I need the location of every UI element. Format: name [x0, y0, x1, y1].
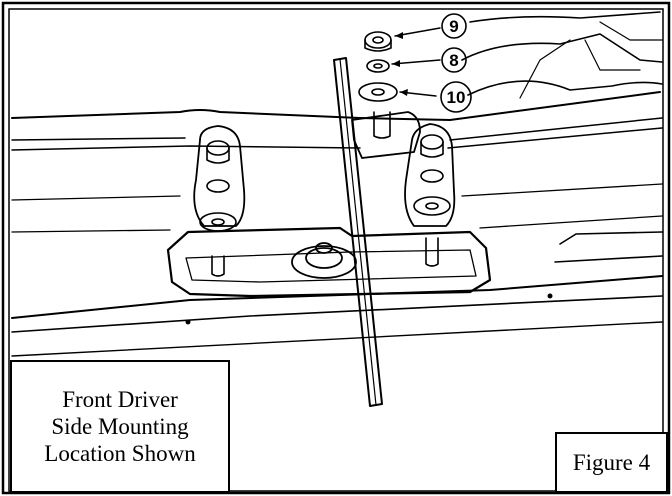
mounting-arm [333, 57, 383, 407]
flat-washer-part-10 [358, 82, 398, 102]
rail-top-edge [11, 91, 661, 121]
location-caption-box: Front Driver Side Mounting Location Show… [10, 360, 230, 493]
rail-bottom-edge-2 [11, 295, 663, 333]
callout-arrow-10 [400, 89, 408, 96]
rail-second-edge [11, 117, 663, 141]
center-lower-nut [291, 242, 357, 279]
step-pad-right [554, 231, 663, 263]
right-front-stud [413, 134, 451, 267]
figure-inner-frame [8, 8, 664, 492]
callout-arrow-9 [395, 32, 403, 39]
body-panel-upper-right-detail [519, 21, 663, 99]
left-bracket-loop [193, 125, 246, 227]
lock-washer-part-8 [366, 59, 390, 73]
callout-number-8: 8 [449, 51, 458, 70]
figure-label: Figure 4 [572, 449, 651, 475]
mounting-bracket-plate [166, 226, 492, 298]
callout-number-9: 9 [449, 17, 458, 36]
callout-circle-8 [441, 47, 467, 73]
callout-arrow-8 [392, 60, 400, 67]
caption-line-1: Front Driver [62, 387, 178, 412]
right-bracket-loop [404, 123, 456, 227]
callout-circle-10 [440, 81, 472, 113]
nut-part-9 [364, 31, 392, 52]
figure-label-box: Figure 4 [555, 432, 668, 493]
rivet [185, 319, 191, 325]
rail-bottom-edge-3 [11, 321, 663, 357]
caption-line-3: Location Shown [44, 441, 196, 466]
body-panel-upper-right [461, 11, 663, 96]
rail-mid-edge [11, 183, 663, 201]
callout-circle-9 [441, 13, 467, 39]
rail-bottom-edge [11, 275, 663, 319]
center-upper-bracket [351, 111, 421, 159]
mounting-arm-edge [339, 58, 377, 406]
callout-number-10: 10 [447, 88, 466, 107]
caption-line-2: Side Mounting [51, 414, 189, 439]
left-front-stud [199, 140, 237, 277]
rail-lower-edge [11, 215, 663, 233]
rail-third-edge [11, 127, 663, 151]
center-stud [373, 111, 391, 139]
rivet [547, 293, 553, 299]
